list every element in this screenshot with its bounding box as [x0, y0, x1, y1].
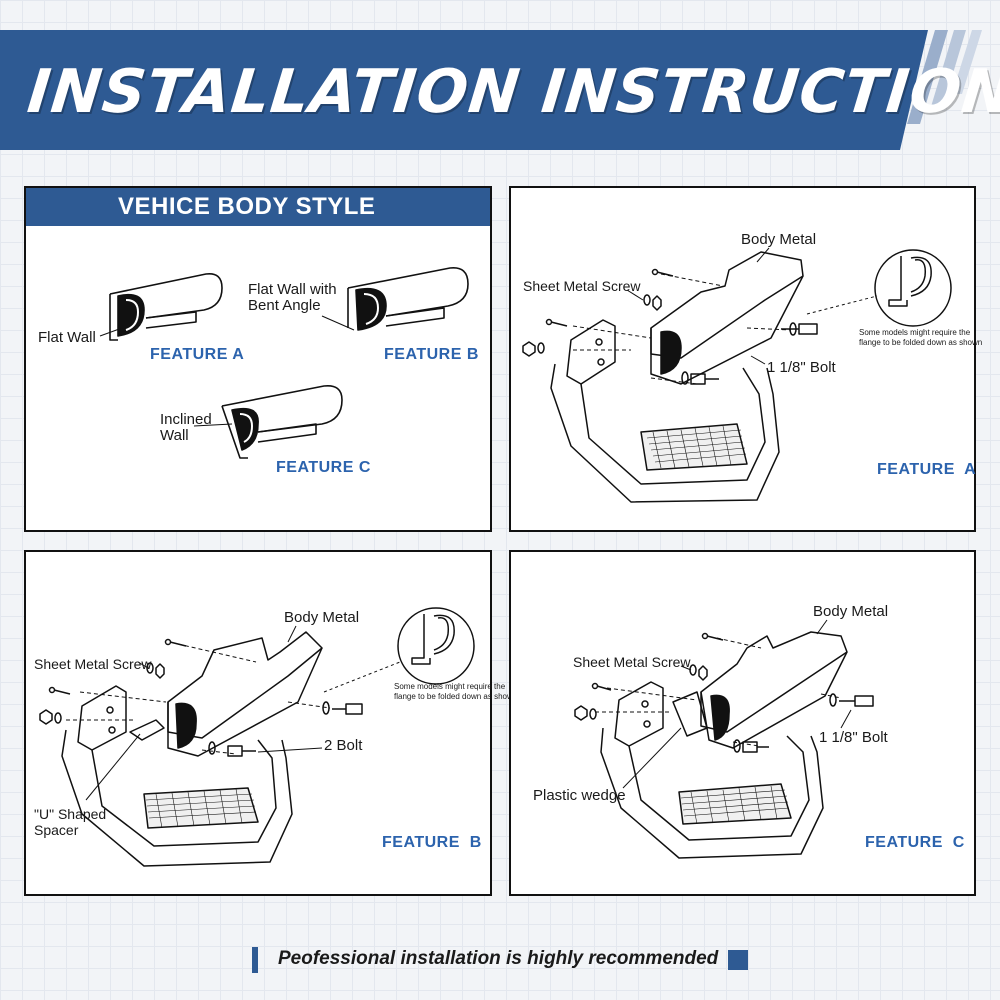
nut-icon [39, 709, 53, 725]
feature-b-panel: Body Metal Sheet Metal Screw 2 Bolt "U" … [24, 550, 517, 896]
nut-icon [522, 341, 536, 357]
wall-profiles-drawing [99, 267, 469, 459]
washer-icon [733, 739, 741, 753]
label-flat-wall-bent: Flat Wall with Bent Angle [248, 281, 337, 314]
panel-header: VEHICE BODY STYLE [26, 188, 490, 226]
banner-background [0, 30, 982, 150]
washer-icon [829, 693, 837, 707]
washer-icon [589, 708, 597, 720]
body-metal-label: Body Metal [741, 231, 817, 248]
sheet-metal-screw-label: Sheet Metal Screw [523, 278, 641, 294]
body-style-panel: VEHICE BODY STYLE [24, 186, 492, 532]
feature-a-drawing [522, 247, 952, 503]
feature-b-drawing [39, 607, 475, 867]
sheet-metal-screw-label: Sheet Metal Screw [573, 654, 691, 670]
feature-a-panel: Body Metal Sheet Metal Screw 1 1/8" Bolt… [509, 186, 982, 532]
bolt-icon [839, 695, 874, 707]
wall-profile-icon [221, 384, 343, 459]
plastic-wedge-label: Plastic wedge [533, 787, 626, 804]
nut-icon [652, 295, 662, 311]
sheet-metal-screw-label: Sheet Metal Screw [34, 656, 152, 672]
feature-label: FEATURE B [382, 834, 482, 851]
footer-square-icon [728, 950, 748, 970]
nut-icon [155, 663, 165, 679]
body-metal-label: Body Metal [813, 603, 889, 620]
wall-profile-icon [347, 267, 469, 331]
washer-icon [681, 371, 689, 385]
feature-c-drawing [574, 619, 874, 859]
bolt-icon [781, 323, 818, 335]
bolt-label: 1 1/8" Bolt [767, 359, 836, 376]
flange-note: Some models might require the flange to … [859, 328, 983, 347]
footer-note: Peofessional installation is highly reco… [252, 944, 752, 974]
screw-icon [164, 638, 187, 647]
screw-icon [545, 318, 568, 327]
screw-icon [701, 632, 724, 641]
feature-c-label: FEATURE C [276, 459, 371, 476]
detail-magnifier-icon [806, 249, 952, 327]
spacer-label: "U" Shaped Spacer [34, 806, 107, 838]
label-inclined-wall: Inclined Wall [160, 411, 212, 444]
washer-icon [322, 701, 330, 715]
bolt-icon [690, 373, 719, 385]
nut-icon [574, 705, 588, 721]
page-title: INSTALLATION INSTRUCTIONS [24, 57, 1000, 127]
flange-note: Some models might require the flange to … [394, 682, 518, 701]
feature-b-label: FEATURE B [384, 346, 479, 363]
screw-icon [651, 268, 674, 277]
washer-icon [146, 662, 154, 674]
washer-icon [789, 322, 797, 336]
feature-a-label: FEATURE A [150, 346, 245, 363]
banner-stripe-icon [952, 30, 982, 94]
bolt-label: 2 Bolt [324, 737, 363, 754]
wall-profile-icon [109, 272, 223, 341]
bolt-icon [742, 741, 769, 753]
washer-icon [643, 294, 651, 306]
screw-icon [591, 682, 612, 691]
detail-magnifier-icon [323, 607, 475, 693]
screw-icon [48, 686, 71, 695]
nut-icon [698, 665, 708, 681]
feature-label: FEATURE C [865, 834, 965, 851]
feature-label: FEATURE A [877, 461, 977, 478]
washer-icon [208, 741, 216, 755]
bolt-label: 1 1/8" Bolt [819, 729, 888, 746]
title-banner: INSTALLATION INSTRUCTIONS [0, 30, 1000, 150]
bolt-icon [227, 745, 256, 757]
washer-icon [54, 712, 62, 724]
bolt-icon [332, 703, 363, 715]
body-metal-label: Body Metal [284, 609, 360, 626]
washer-icon [537, 342, 545, 354]
feature-c-panel: Body Metal Sheet Metal Screw 1 1/8" Bolt… [509, 550, 976, 896]
label-flat-wall: Flat Wall [38, 329, 96, 346]
banner-stripe-icon [930, 30, 966, 110]
footer-text: Peofessional installation is highly reco… [278, 948, 719, 969]
banner-stripe-icon [907, 30, 948, 124]
footer-bar-icon [252, 947, 258, 973]
